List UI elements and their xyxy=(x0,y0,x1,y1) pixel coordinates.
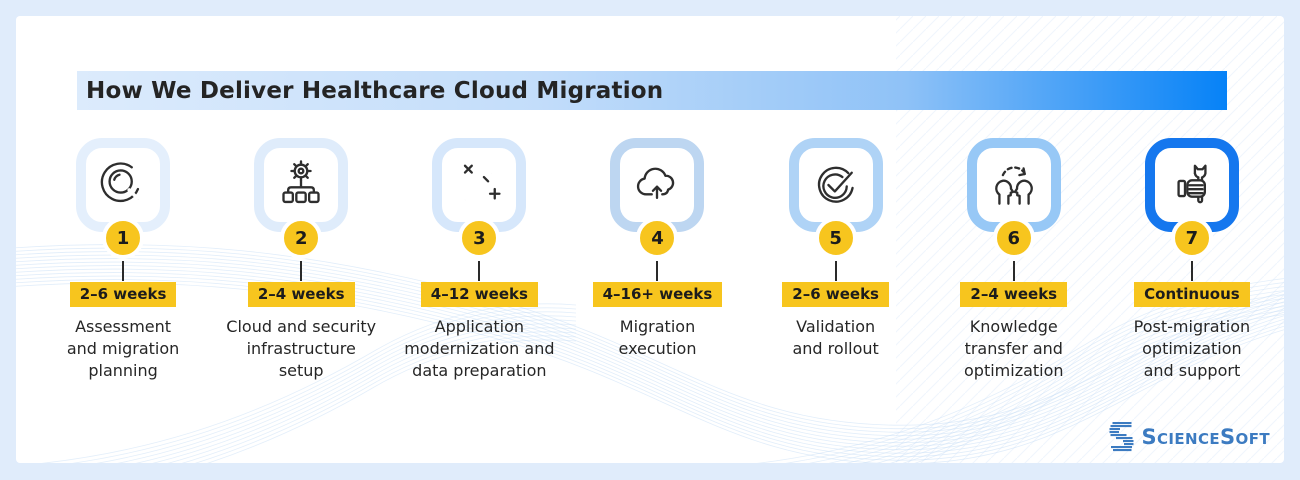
step-2-label: Cloud and security infrastructure setup xyxy=(226,317,377,381)
step-2-duration-badge: 2–4 weeks xyxy=(247,282,355,307)
step-7-connector-line xyxy=(1190,261,1193,281)
step-2-connector-line xyxy=(300,261,303,281)
step-3: 3 4–12 weeks Application modernization a… xyxy=(390,138,568,382)
search-icon xyxy=(100,162,140,203)
step-6: 6 2–4 weeks Knowledge transfer and optim… xyxy=(925,138,1103,382)
sciencesoft-logo-text: ScienceSoft xyxy=(1141,425,1270,449)
step-6-number: 6 xyxy=(992,217,1035,259)
step-5-duration-badge: 2–6 weeks xyxy=(782,282,889,307)
step-1-connector-line xyxy=(122,261,125,281)
sciencesoft-logo: ScienceSoft xyxy=(1109,422,1270,452)
step-3-duration-badge: 4–12 weeks xyxy=(420,282,538,307)
step-4-label: Migration execution xyxy=(618,317,697,359)
step-7-number: 7 xyxy=(1170,217,1213,259)
check-circle-icon xyxy=(817,166,854,203)
step-5-label: Validation and rollout xyxy=(792,317,879,359)
step-3-label: Application modernization and data prepa… xyxy=(404,317,555,381)
infographic-card: How We Deliver Healthcare Cloud Migratio… xyxy=(16,16,1284,463)
step-5-connector-line xyxy=(834,261,837,281)
step-4-connector-line xyxy=(656,261,659,281)
cloud-upload-icon xyxy=(637,167,675,199)
infrastructure-icon xyxy=(282,160,320,204)
step-1-icon-box xyxy=(76,138,171,232)
step-3-connector-line xyxy=(478,261,481,281)
step-1-duration-badge: 2–6 weeks xyxy=(69,282,177,307)
step-7-duration-badge: Continuous xyxy=(1134,282,1250,307)
step-6-connector-line xyxy=(1012,261,1015,281)
sciencesoft-logo-icon xyxy=(1109,422,1134,452)
magic-wand-icon xyxy=(464,164,501,201)
step-4-number: 4 xyxy=(636,217,679,259)
process-steps: 1 2–6 weeks Assessment and migration pla… xyxy=(34,138,1281,382)
wrench-hand-icon xyxy=(1177,164,1207,204)
step-2-number: 2 xyxy=(280,217,323,259)
step-1-number: 1 xyxy=(102,217,145,259)
step-5: 5 2–6 weeks Validation and rollout xyxy=(747,138,925,382)
step-7: 7 Continuous Post-migration optimization… xyxy=(1103,138,1281,382)
step-6-duration-badge: 2–4 weeks xyxy=(960,282,1068,307)
step-5-number: 5 xyxy=(814,217,857,259)
step-2: 2 2–4 weeks Cloud and security infrastru… xyxy=(212,138,390,382)
step-4-duration-badge: 4–16+ weeks xyxy=(592,282,723,307)
step-7-label: Post-migration optimization and support xyxy=(1133,317,1251,381)
step-3-number: 3 xyxy=(458,217,501,259)
knowledge-transfer-icon xyxy=(994,166,1033,205)
step-4: 4 4–16+ weeks Migration execution xyxy=(568,138,746,382)
step-1-label: Assessment and migration planning xyxy=(66,317,180,381)
title-bar: How We Deliver Healthcare Cloud Migratio… xyxy=(77,71,1227,110)
step-6-label: Knowledge transfer and optimization xyxy=(964,317,1064,381)
step-1: 1 2–6 weeks Assessment and migration pla… xyxy=(34,138,212,382)
page-title: How We Deliver Healthcare Cloud Migratio… xyxy=(86,77,664,104)
